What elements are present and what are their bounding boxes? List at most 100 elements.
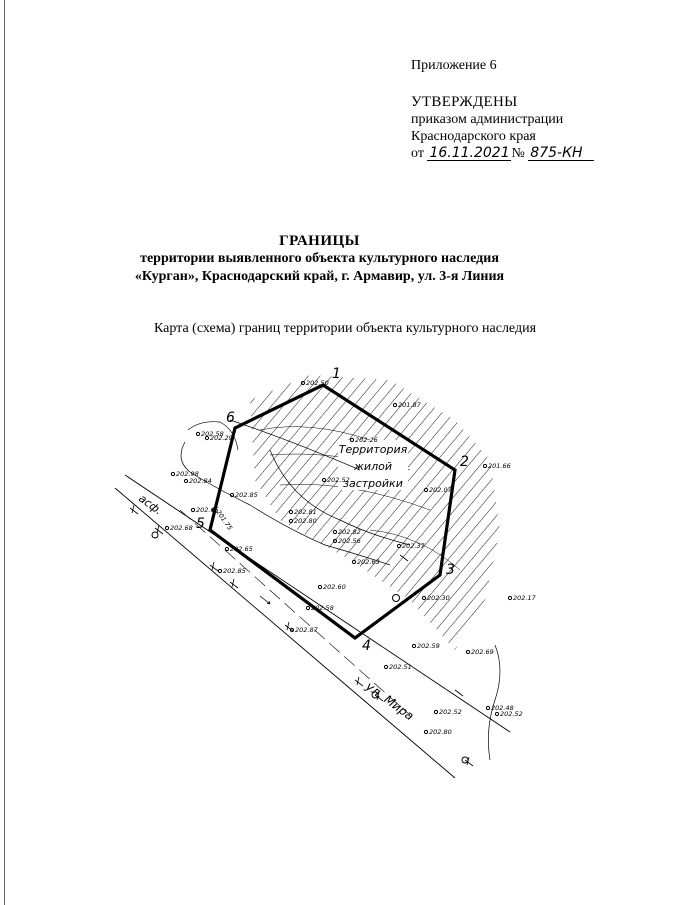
elevation-point: 202.80 — [288, 517, 317, 525]
elevation-point: 202.60 — [317, 583, 346, 591]
object-boundary — [208, 383, 457, 640]
zone-label-line3: застройки — [343, 477, 403, 490]
svg-text:202.68: 202.68 — [170, 524, 193, 532]
elevation-point: 202.37 — [396, 542, 426, 550]
elevation-point: 202.26 — [349, 436, 378, 444]
street-label: ул. Мира — [362, 679, 416, 724]
elevation-point: 202.52 — [494, 710, 523, 718]
svg-text:202.52: 202.52 — [439, 708, 462, 716]
road-surface-label: асф. — [136, 492, 164, 518]
elevation-point: 201.66 — [482, 462, 511, 470]
zone-label-bg — [338, 440, 408, 490]
svg-text:202.56: 202.56 — [338, 537, 361, 545]
svg-text:202.07: 202.07 — [429, 486, 453, 494]
svg-text:202.17: 202.17 — [513, 594, 537, 602]
elevation-point: 202.58 — [195, 430, 224, 438]
elevation-point: 202.29 — [204, 434, 233, 442]
appendix-label: Приложение 6 — [411, 58, 497, 73]
elevation-point: 202.98 — [170, 470, 199, 478]
elevation-point: 202.65 — [224, 545, 253, 553]
elevation-point: 202.85 — [217, 567, 246, 575]
svg-text:202.29: 202.29 — [210, 434, 233, 442]
elevation-point: 202.81 — [288, 508, 317, 516]
svg-text:202.58: 202.58 — [311, 604, 334, 612]
vertex-label-1: 1 — [332, 366, 341, 382]
survey-markers — [151, 531, 469, 764]
svg-text:202.82: 202.82 — [338, 528, 361, 536]
zone-label-line1: Территория — [339, 443, 408, 456]
svg-text:202.30: 202.30 — [427, 594, 450, 602]
vertex-label-6: 6 — [226, 410, 235, 426]
approved-heading: УТВЕРЖДЕНЫ — [411, 94, 518, 110]
vertex-labels: 1 2 3 4 5 6 — [196, 366, 469, 654]
svg-text:202.98: 202.98 — [176, 470, 199, 478]
svg-text:202.87: 202.87 — [295, 626, 319, 634]
elevation-point: 202.68 — [164, 524, 193, 532]
vertex-label-4: 4 — [362, 638, 371, 654]
order-number: 875-КН — [528, 146, 595, 161]
vertex-label-2: 2 — [460, 454, 469, 470]
svg-text:202.59: 202.59 — [417, 642, 440, 650]
date-prefix: от — [411, 146, 424, 161]
boundary-map: 1 2 3 4 5 6 Территория жилой застройки у… — [114, 366, 537, 779]
elevation-point: 201.75 — [211, 507, 234, 532]
svg-text:202.84: 202.84 — [189, 477, 212, 485]
number-sign: № — [511, 146, 525, 161]
elevation-point: 202.56 — [332, 537, 361, 545]
map-caption: Карта (схема) границ территории объекта … — [153, 321, 537, 336]
elevation-point: 202.59 — [411, 642, 440, 650]
elevation-point: 202.52 — [433, 708, 462, 716]
elevation-point: 202.85 — [229, 491, 258, 499]
svg-text:202.48: 202.48 — [491, 704, 514, 712]
elevation-point: 202.50 — [300, 379, 329, 387]
elevation-point: 202.30 — [421, 594, 450, 602]
vertex-label-5: 5 — [196, 516, 205, 532]
slope-arrows — [129, 504, 474, 767]
elevation-point: 202.63 — [351, 558, 380, 566]
elevation-point: 201.87 — [392, 401, 422, 409]
svg-text:202.50: 202.50 — [306, 379, 329, 387]
elevation-point: 202.69 — [465, 648, 494, 656]
svg-text:202.63: 202.63 — [357, 558, 380, 566]
svg-text:202.37: 202.37 — [402, 542, 426, 550]
elevation-point: 202.84 — [183, 477, 212, 485]
page-edge — [4, 0, 5, 905]
zone-label-line2: жилой — [353, 460, 392, 473]
svg-text:202.52: 202.52 — [327, 476, 350, 484]
svg-text:202.51: 202.51 — [389, 663, 412, 671]
elevation-point: 202.48 — [485, 704, 514, 712]
elevation-point: 202.52 — [321, 476, 350, 484]
svg-text:202.80: 202.80 — [294, 517, 317, 525]
elevation-point: 202.80 — [423, 728, 452, 736]
approved-by-line1: приказом администрации — [411, 112, 564, 127]
svg-text:201.87: 201.87 — [398, 401, 422, 409]
vertex-label-3: 3 — [446, 562, 455, 578]
elevation-point: 202.58 — [305, 604, 334, 612]
svg-text:201.66: 201.66 — [488, 462, 511, 470]
title-main: ГРАНИЦЫ — [279, 233, 360, 249]
svg-text:202.80: 202.80 — [429, 728, 452, 736]
svg-text:202.81: 202.81 — [294, 508, 317, 516]
approval-block: УТВЕРЖДЕНЫ приказом администрации Красно… — [411, 94, 595, 162]
svg-text:202.65: 202.65 — [196, 506, 219, 514]
elevation-point: 202.07 — [423, 486, 453, 494]
svg-text:202.58: 202.58 — [201, 430, 224, 438]
svg-text:202.26: 202.26 — [355, 436, 378, 444]
elevation-point: 202.82 — [332, 528, 361, 536]
svg-text:202.85: 202.85 — [223, 567, 246, 575]
title-line2: территории выявленного объекта культурно… — [140, 251, 499, 266]
elevation-point: 202.87 — [289, 626, 319, 634]
elevation-point: 202.65 — [190, 506, 219, 514]
road-lines — [114, 474, 511, 779]
svg-text:202.69: 202.69 — [471, 648, 494, 656]
svg-text:202.60: 202.60 — [323, 583, 346, 591]
elevation-point: 202.51 — [383, 663, 412, 671]
zone-label: Территория жилой застройки — [339, 443, 408, 490]
svg-text:202.52: 202.52 — [500, 710, 523, 718]
residential-zone-hatch — [250, 375, 500, 650]
elevation-point: 202.17 — [507, 594, 537, 602]
document-title: ГРАНИЦЫ территории выявленного объекта к… — [0, 232, 639, 286]
order-date: 16.11.2021 — [427, 145, 512, 161]
svg-text:201.75: 201.75 — [214, 509, 234, 532]
